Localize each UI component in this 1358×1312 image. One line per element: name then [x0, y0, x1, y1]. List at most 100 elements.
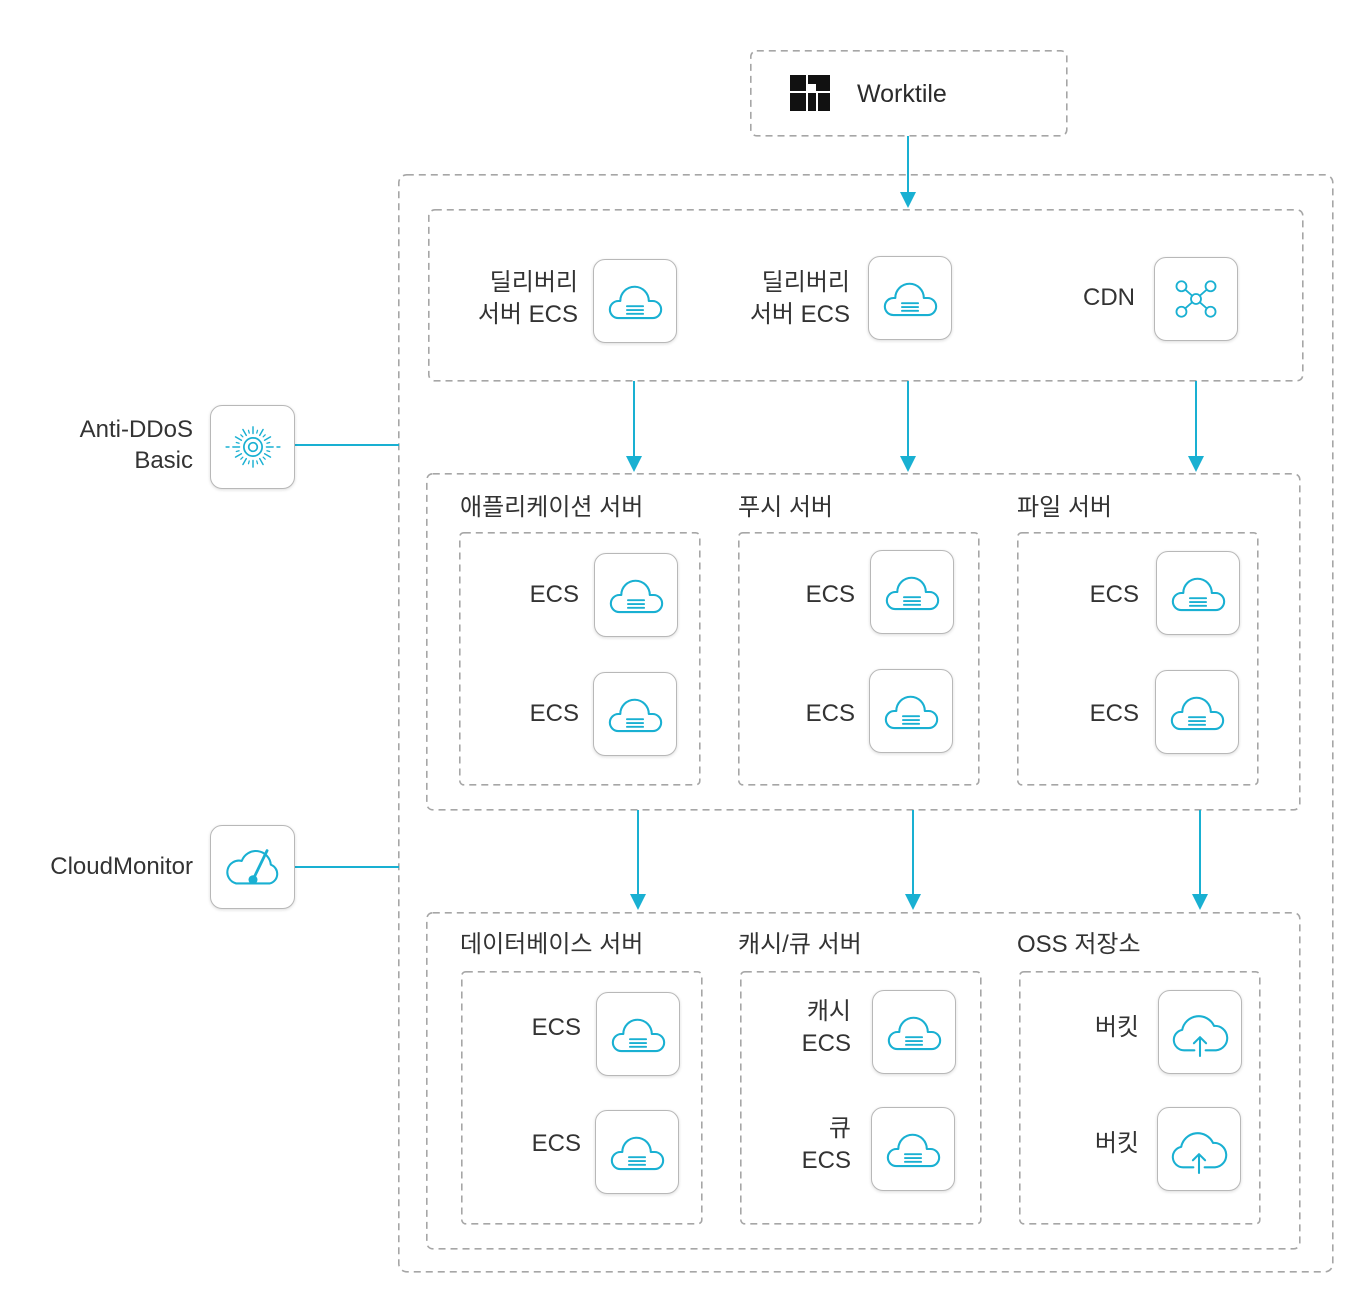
ecs-icon — [608, 698, 662, 733]
file-ecs-1-tile — [1156, 551, 1240, 635]
file-ecs-2-tile — [1155, 670, 1239, 754]
arrow-cdn-to-app-tier — [1188, 381, 1204, 472]
label-line: 서버 ECS — [749, 301, 850, 328]
ecs-icon — [884, 695, 938, 730]
worktile-box — [749, 49, 1068, 137]
label-line: 캐시 — [806, 998, 851, 1025]
label-line: ECS — [805, 581, 855, 608]
worktile-logo-icon — [790, 75, 830, 111]
cloudmonitor-icon — [225, 848, 279, 886]
data-group-title-database: 데이터베이스 서버 — [460, 931, 644, 958]
label-line: ECS — [529, 700, 579, 727]
label-line: CloudMonitor — [50, 853, 193, 880]
arrow-head — [900, 192, 916, 208]
app-group-title-file: 파일 서버 — [1017, 494, 1112, 521]
ecs-icon — [885, 576, 939, 611]
database-ecs-2-tile — [595, 1110, 679, 1194]
data-group-box-cache-queue — [739, 970, 982, 1225]
label-line: ECS — [1089, 700, 1139, 727]
cdn-icon — [1175, 280, 1217, 318]
arrow-head — [626, 456, 642, 472]
app-tier-box — [425, 472, 1301, 811]
label-line: ECS — [531, 1014, 581, 1041]
push-ecs-2-tile — [869, 669, 953, 753]
app-group-box-application — [458, 531, 701, 786]
cloud-environment-box — [397, 174, 1334, 1273]
data-group-title-cache-queue: 캐시/큐 서버 — [738, 931, 862, 958]
delivery-ecs-2-tile — [868, 256, 952, 340]
label-line: Anti-DDoS — [79, 416, 193, 443]
anti-ddos-tile — [210, 405, 295, 489]
worktile-label: Worktile — [857, 80, 947, 108]
oss-bucket-icon — [1172, 1014, 1229, 1057]
arrow-push-to-cache-queue — [905, 810, 921, 910]
anti-ddos-icon — [224, 425, 281, 469]
push-ecs-2-label: ECS — [755, 698, 855, 730]
data-group-box-database — [460, 970, 703, 1225]
oss-bucket-2-label: 버킷 — [1039, 1128, 1139, 1160]
cloudmonitor-tile — [210, 825, 295, 909]
ecs-icon — [883, 282, 937, 317]
application-ecs-2-label: ECS — [479, 698, 579, 730]
data-group-title-oss: OSS 저장소 — [1017, 931, 1141, 958]
arrow-head — [630, 894, 646, 910]
cdn-tile — [1154, 257, 1238, 341]
label-line: CDN — [1083, 284, 1135, 311]
arrow-worktile-to-entry-tier — [900, 136, 916, 208]
oss-bucket-2-tile — [1157, 1107, 1241, 1191]
label-line: ECS — [1089, 581, 1139, 608]
label-line: 딜리버리 — [761, 269, 850, 296]
ecs-icon — [886, 1133, 940, 1168]
delivery-ecs-1-tile — [593, 259, 677, 343]
ecs-icon — [1170, 696, 1224, 731]
push-ecs-1-tile — [870, 550, 954, 634]
cdn-label: CDN — [985, 282, 1135, 314]
data-group-box-oss — [1018, 970, 1261, 1225]
push-ecs-1-label: ECS — [755, 579, 855, 611]
ecs-icon — [609, 579, 663, 614]
queue-ecs-label: 큐 ECS — [751, 1113, 851, 1177]
arrow-head — [905, 894, 921, 910]
file-ecs-2-label: ECS — [1039, 698, 1139, 730]
delivery-ecs-2-label: 딜리버리 서버 ECS — [690, 267, 850, 331]
label-line: 큐 — [828, 1115, 851, 1142]
delivery-ecs-1-label: 딜리버리 서버 ECS — [418, 267, 578, 331]
application-ecs-1-tile — [594, 553, 678, 637]
label-line: Basic — [134, 447, 193, 474]
arrow-application-to-database — [630, 810, 646, 910]
app-group-title-application: 애플리케이션 서버 — [460, 494, 644, 521]
label-line: ECS — [805, 700, 855, 727]
label-line: 딜리버리 — [489, 269, 578, 296]
arrow-head — [1192, 894, 1208, 910]
label-line: ECS — [529, 581, 579, 608]
oss-bucket-1-label: 버킷 — [1039, 1012, 1139, 1044]
label-line: 버킷 — [1094, 1014, 1139, 1041]
ecs-icon — [610, 1136, 664, 1171]
application-ecs-1-label: ECS — [479, 579, 579, 611]
app-group-title-push: 푸시 서버 — [738, 494, 833, 521]
database-ecs-1-tile — [596, 992, 680, 1076]
label-line: ECS — [801, 1147, 851, 1174]
label-line: 버킷 — [1094, 1130, 1139, 1157]
cloudmonitor-label: CloudMonitor — [20, 851, 193, 883]
application-ecs-2-tile — [593, 672, 677, 756]
arrow-delivery-ecs-2-to-app-tier — [900, 381, 916, 472]
arrow-delivery-ecs-1-to-app-tier — [626, 381, 642, 472]
database-ecs-1-label: ECS — [481, 1012, 581, 1044]
file-ecs-1-label: ECS — [1039, 579, 1139, 611]
entry-tier-box — [427, 209, 1304, 382]
app-group-box-push — [737, 531, 980, 786]
oss-bucket-1-tile — [1158, 990, 1242, 1074]
arrow-head — [900, 456, 916, 472]
ecs-icon — [611, 1018, 665, 1053]
cache-ecs-label: 캐시 ECS — [751, 996, 851, 1060]
ecs-icon — [608, 285, 662, 320]
database-ecs-2-label: ECS — [481, 1128, 581, 1160]
ecs-icon — [1171, 577, 1225, 612]
label-line: 서버 ECS — [477, 301, 578, 328]
cache-ecs-tile — [872, 990, 956, 1074]
anti-ddos-label: Anti-DDoS Basic — [30, 414, 193, 476]
app-group-box-file — [1016, 531, 1259, 786]
